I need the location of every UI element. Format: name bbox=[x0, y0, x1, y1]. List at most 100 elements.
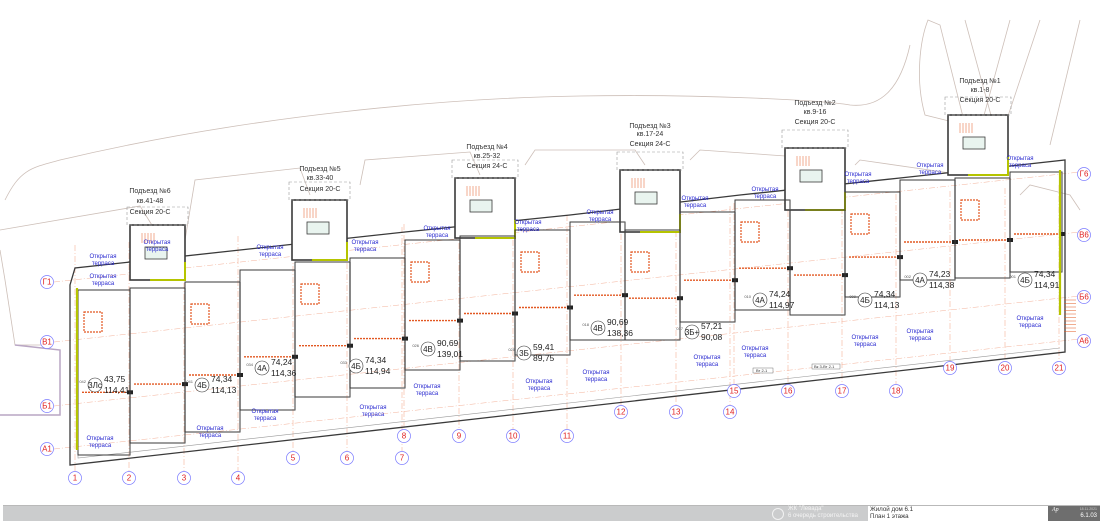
apartment-room-block bbox=[459, 235, 516, 362]
terrace-label-line1: Открытая bbox=[917, 163, 944, 169]
entrance-apts: кв.25-32 bbox=[474, 153, 501, 160]
axis-label-letter: В6 bbox=[1079, 231, 1089, 240]
axis-label-letter: В1 bbox=[42, 338, 52, 347]
site-landscape-outlines bbox=[0, 19, 1081, 346]
terrace-label-line2: терраса bbox=[146, 247, 169, 253]
apartment-number: 025 bbox=[508, 347, 515, 352]
terrace-label-line2: терраса bbox=[585, 377, 608, 383]
apartment-total-area: 139,01 bbox=[437, 349, 463, 359]
apartment-room-block bbox=[844, 191, 901, 298]
apartment-room-block bbox=[624, 229, 681, 341]
terrace-label-line2: терраса bbox=[92, 261, 115, 267]
terrace-label-line1: Открытая bbox=[845, 172, 872, 178]
apartment-total-area: 114,38 bbox=[929, 280, 955, 290]
section-mark-label: Вт 2-1 bbox=[756, 368, 768, 373]
apartment-type-circle bbox=[1017, 272, 1033, 288]
terrace-label-line1: Открытая bbox=[90, 274, 117, 280]
apartment-type-circle bbox=[857, 292, 873, 308]
landscape-island bbox=[964, 19, 996, 131]
terrace-label-line2: терраса bbox=[684, 203, 707, 209]
axis-label-numeric: 16 bbox=[784, 387, 793, 396]
courtyard-outline bbox=[1019, 184, 1081, 211]
grid-line-horizontal bbox=[53, 171, 1081, 283]
axis-label-numeric: 12 bbox=[617, 408, 626, 417]
apartment-total-area: 89,75 bbox=[533, 353, 555, 363]
apartment-type-circle bbox=[348, 358, 364, 374]
terrace-label-line1: Открытая bbox=[526, 379, 553, 385]
axis-label-numeric: 2 bbox=[127, 474, 132, 483]
entrance-apts: кв.1-8 bbox=[971, 87, 990, 94]
section-mark-box bbox=[811, 363, 841, 370]
terrace-label-line1: Открытая bbox=[752, 187, 779, 193]
apartment-living-area: 74,34 bbox=[874, 289, 896, 299]
axis-circle bbox=[614, 405, 628, 419]
terrace-label-line2: терраса bbox=[92, 281, 115, 287]
apartment-number: 002 bbox=[904, 274, 911, 279]
ramp-outline bbox=[0, 344, 61, 416]
axis-circle bbox=[669, 405, 683, 419]
grid-line-horizontal bbox=[53, 338, 1081, 450]
apartment-type-circle bbox=[590, 320, 606, 336]
elevator-icon bbox=[469, 199, 493, 213]
title-block: ЖК "Левада" 6 очередь строительства Жило… bbox=[3, 505, 1100, 521]
apartment-room-block bbox=[77, 289, 131, 456]
courtyard-outline bbox=[854, 159, 951, 174]
axis-label-letter: Г1 bbox=[43, 278, 52, 287]
apartment-number: 018 bbox=[582, 322, 589, 327]
terrace-label-line2: терраса bbox=[528, 386, 551, 392]
project-info: ЖК "Левада" 6 очередь строительства bbox=[768, 506, 868, 521]
bathroom-partition bbox=[960, 199, 980, 221]
column bbox=[1059, 232, 1065, 236]
building-outline bbox=[69, 159, 1066, 466]
terrace-label-line2: терраса bbox=[847, 179, 870, 185]
apartment-total-area: 114,36 bbox=[271, 368, 297, 378]
apartment-living-area: 43,75 bbox=[104, 374, 126, 384]
bathroom-partition bbox=[300, 283, 320, 305]
entrance-label: Подъезд №2 кв.9-16 Секция 20-С bbox=[794, 100, 835, 126]
courtyard-outline bbox=[0, 205, 156, 231]
entrance-label: Подъезд №6 кв.41-48 Секция 20-С bbox=[129, 188, 170, 216]
entrance-apts: кв.17-24 bbox=[637, 131, 664, 138]
entrance-section: Секция 20-С bbox=[130, 209, 171, 216]
axis-circle bbox=[560, 429, 574, 443]
axis-circle bbox=[943, 361, 957, 375]
axis-circle bbox=[835, 384, 849, 398]
apartment-type-circle bbox=[912, 272, 928, 288]
elevator-icon bbox=[306, 221, 330, 235]
terrace-label-line1: Открытая bbox=[907, 329, 934, 335]
axis-label-numeric: 6 bbox=[345, 454, 350, 463]
axis-circle bbox=[40, 275, 54, 289]
terrace-label-line1: Открытая bbox=[197, 426, 224, 432]
apartment-type: 4А bbox=[257, 364, 267, 373]
axis-label-numeric: 8 bbox=[402, 432, 407, 441]
document-sheet-title: План 1 этажа bbox=[870, 513, 909, 520]
axis-label-letter: Б6 bbox=[1079, 293, 1089, 302]
entrance-apts: кв.33-40 bbox=[307, 175, 334, 182]
terrace-label-line2: терраса bbox=[754, 194, 777, 200]
axis-circle bbox=[395, 451, 409, 465]
document-building: Жилой дом 6.1 bbox=[870, 506, 914, 513]
canopy-outline bbox=[616, 151, 684, 171]
section-marks: Вт 2-1 Вк 3-Вт 2-1 bbox=[752, 363, 841, 374]
apartment-room-block bbox=[239, 269, 296, 411]
axis-label-numeric: 14 bbox=[726, 408, 735, 417]
terrace-label-line1: Открытая bbox=[515, 220, 542, 226]
section-mark-label: Вк 3-Вт 2-1 bbox=[814, 364, 835, 369]
apartment-total-area: 114,94 bbox=[365, 366, 391, 376]
canopy-outline bbox=[126, 206, 189, 226]
terrace-label-line2: терраса bbox=[426, 233, 449, 239]
axis-circle bbox=[340, 451, 354, 465]
apartment-living-area: 74,34 bbox=[211, 374, 233, 384]
axis-label-numeric: 20 bbox=[1001, 364, 1010, 373]
